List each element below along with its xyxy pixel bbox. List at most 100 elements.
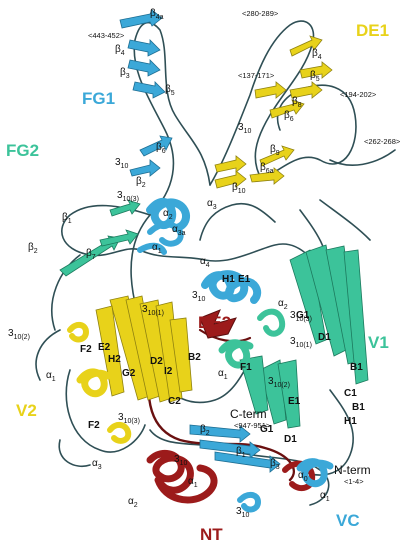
structure-label-symbol: β <box>62 212 68 223</box>
structure-label-subscript: 2 <box>34 248 38 255</box>
structure-label-symbol: 3 <box>290 336 296 347</box>
structure-label-symbol: β <box>200 424 206 435</box>
structure-label-h3101a: 310(1) <box>142 304 164 317</box>
v1-helix-a1 <box>218 339 254 369</box>
structure-label-subscript: 3 <box>98 464 102 471</box>
strand-b6a <box>249 167 285 185</box>
structure-label-subscript: 10(2) <box>274 382 290 389</box>
structure-label-subscript: 2 <box>169 214 173 221</box>
strand-label-h1a: H1 <box>222 274 235 285</box>
structure-label-symbol: β <box>165 84 171 95</box>
structure-label-subscript: 10(2) <box>14 334 30 341</box>
structure-label-subscript: 10(3) <box>124 418 140 425</box>
helix-a2 <box>146 198 190 232</box>
structure-label-symbol: 3 <box>236 506 242 517</box>
helix-a3a <box>147 221 184 247</box>
structure-label-symbol: α <box>92 458 98 469</box>
structure-label-subscript: 4 <box>206 262 210 269</box>
structure-label-h3103c: 310(3) <box>118 412 140 425</box>
strand-g1 <box>289 249 327 345</box>
structure-label-h310c: 310 <box>174 454 187 467</box>
strand-label-h2a: H2 <box>108 354 121 365</box>
structure-label-subscript: 1 <box>194 482 198 489</box>
structure-label-b4a: β4a <box>150 8 164 21</box>
structure-label-a1b: α1 <box>218 368 228 381</box>
structure-label-symbol: β <box>312 48 318 59</box>
v2-helix-a1 <box>76 368 112 398</box>
structure-label-subscript: 10 <box>121 163 129 170</box>
structure-label-h3103a: 310(3) <box>117 190 139 203</box>
structure-label-b9: β9 <box>270 144 280 157</box>
structure-label-subscript: 3 <box>276 464 280 471</box>
structure-label-symbol: α <box>172 224 178 235</box>
v2-helix-310-2 <box>67 322 90 343</box>
structure-label-subscript: 5 <box>171 90 175 97</box>
strand-b7-fg2 <box>99 229 139 247</box>
v2-helix-a3 <box>107 422 132 444</box>
region-label-fg1: FG1 <box>82 89 115 108</box>
structure-label-symbol: 3 <box>290 310 296 321</box>
strand-b10 <box>214 170 247 189</box>
strand-label-g1b: G1 <box>260 424 274 435</box>
structure-label-subscript: 6a <box>266 168 274 175</box>
structure-label-symbol: β <box>115 44 121 55</box>
strand-b2 <box>129 159 161 177</box>
structure-label-subscript: 6 <box>162 148 166 155</box>
strand-label-c1a: C1 <box>344 388 357 399</box>
strand-b1-fg2 <box>109 199 141 217</box>
strand-label-b1a3: B1 <box>352 402 365 413</box>
strand-b3-vc <box>214 451 281 473</box>
structure-label-subscript: 10(3) <box>123 196 139 203</box>
structure-label-b1b: β1 <box>236 446 246 459</box>
structure-label-symbol: β <box>292 96 298 107</box>
helix-a1 <box>137 242 167 255</box>
structure-label-symbol: α <box>128 496 134 507</box>
structure-label-symbol: α <box>163 208 169 219</box>
structure-label-subscript: 10 <box>238 188 246 195</box>
structure-label-symbol: β <box>236 446 242 457</box>
termini-labels: C-term N-term <box>230 407 371 477</box>
structure-label-subscript: 2 <box>142 182 146 189</box>
strand-f1 <box>239 355 269 415</box>
structure-label-b5b: β5 <box>310 70 320 83</box>
structure-label-subscript: 1 <box>224 374 228 381</box>
structure-label-symbol: 3 <box>192 290 198 301</box>
range-947-951: <947-951> <box>234 421 271 430</box>
structure-label-subscript: 2 <box>134 502 138 509</box>
structure-label-symbol: β <box>310 70 316 81</box>
structure-label-b3: β3 <box>120 67 130 80</box>
strand-label-c2a: C2 <box>168 396 181 407</box>
n-term-label: N-term <box>334 463 371 477</box>
structure-label-symbol: 3 <box>268 376 274 387</box>
strand-b7 <box>214 155 247 173</box>
region-label-v1: V1 <box>368 333 389 352</box>
structure-label-a3aa: α3a <box>172 224 186 237</box>
v1-sheet <box>218 244 369 429</box>
region-label-nt: NT <box>200 525 223 544</box>
strand-b8 <box>289 81 323 99</box>
strand-label-f2b: F2 <box>88 420 100 431</box>
region-labels: FG1 DE1 FG2 DE2 V1 V2 NT VC <box>6 21 389 544</box>
strand-b4a <box>119 9 163 29</box>
structure-label-symbol: β <box>270 458 276 469</box>
structure-label-symbol: β <box>86 248 92 259</box>
structure-label-subscript: 4 <box>318 54 322 61</box>
helix-a4 <box>201 270 262 304</box>
region-label-fg2: FG2 <box>6 141 39 160</box>
structure-label-h3103b: 310(3) <box>290 310 312 323</box>
structure-label-subscript: 1 <box>242 452 246 459</box>
range-194-202: <194-202> <box>340 90 377 99</box>
structure-label-symbol: α <box>46 370 52 381</box>
structure-label-h310a: 310 <box>115 157 128 170</box>
structure-label-subscript: 4a <box>156 14 164 21</box>
strand-label-d2a: D2 <box>150 356 163 367</box>
strand-i2 <box>169 317 193 393</box>
structure-label-symbol: α <box>188 476 194 487</box>
structure-label-symbol: β <box>232 182 238 193</box>
structure-label-a2c: α2 <box>128 496 138 509</box>
structure-label-b10: β10 <box>232 182 246 195</box>
structure-label-h3102b: 310(2) <box>268 376 290 389</box>
structure-label-symbol: β <box>284 110 290 121</box>
strand-label-h1b: H1 <box>344 416 357 427</box>
